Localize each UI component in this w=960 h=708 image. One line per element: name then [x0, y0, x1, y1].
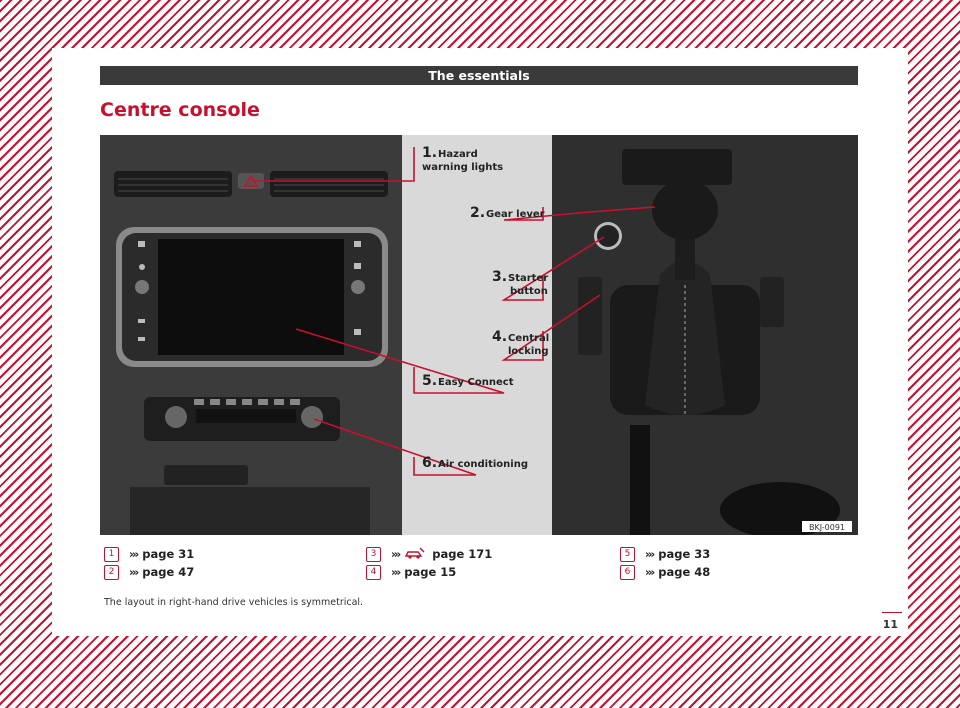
reference-4[interactable]: 4 ››› page 15	[366, 563, 456, 581]
central-locking-buttons	[578, 277, 602, 355]
usb-panel	[164, 465, 248, 485]
callout-line-2	[503, 206, 656, 221]
reference-2-number: 2	[104, 564, 119, 580]
reference-6-arrow: ›››	[645, 565, 655, 579]
volume-knob	[135, 280, 149, 294]
reference-5-arrow: ›››	[645, 547, 655, 561]
callout-6-number: 6.	[422, 455, 437, 471]
manual-page: The essentials Centre console	[52, 48, 908, 636]
page-title: Centre console	[100, 99, 260, 121]
callout-line-5	[295, 328, 505, 394]
callout-5-number: 5.	[422, 373, 437, 389]
temp-knob-right	[301, 406, 323, 428]
section-header: The essentials	[100, 66, 858, 85]
callout-1-number: 1.	[422, 145, 437, 161]
reference-2-arrow: ›››	[129, 565, 139, 579]
callout-3-number: 3.	[492, 269, 507, 285]
reference-6-page: page 48	[658, 565, 711, 579]
figure-code-bg	[802, 521, 852, 532]
reference-5-page: page 33	[658, 547, 711, 561]
page-number: 11	[881, 612, 903, 631]
callout-3-line1: Starter	[508, 273, 548, 284]
gear-shaft	[675, 230, 695, 280]
reference-6[interactable]: 6 ››› page 48	[620, 563, 710, 581]
reference-3-page: page 171	[432, 547, 493, 561]
callout-5-line1: Easy Connect	[438, 377, 514, 388]
gear-knob	[652, 180, 718, 240]
reference-1[interactable]: 1 ››› page 31	[104, 545, 194, 563]
gear-boot	[645, 260, 725, 415]
layout-note: The layout in right-hand drive vehicles …	[104, 597, 364, 608]
reference-1-number: 1	[104, 546, 119, 562]
parking-buttons	[760, 277, 784, 327]
reference-4-page: page 15	[404, 565, 457, 579]
callout-lines	[252, 147, 656, 476]
reference-3-arrow: ›››	[391, 547, 401, 561]
reference-5-number: 5	[620, 546, 635, 562]
callout-panel	[402, 135, 552, 535]
car-tools-icon	[404, 546, 426, 563]
callout-line-1	[252, 147, 415, 182]
reference-2-page: page 47	[142, 565, 195, 579]
reference-6-number: 6	[620, 564, 635, 580]
reference-4-number: 4	[366, 564, 381, 580]
centre-console-figure: BKJ-0091 1. Hazard warning lights 2. Gea…	[100, 135, 858, 535]
callout-4-number: 4.	[492, 329, 507, 345]
callout-4-line1: Central	[508, 333, 549, 344]
callout-line-3	[501, 236, 605, 301]
handbrake	[630, 425, 650, 535]
callout-3-line2: button	[510, 286, 548, 297]
callout-2-line1: Gear lever	[486, 209, 545, 220]
touch-screen	[158, 239, 344, 355]
callout-1-line1: Hazard	[438, 149, 478, 160]
reference-5[interactable]: 5 ››› page 33	[620, 545, 710, 563]
page-references: 1 ››› page 31 2 ››› page 47 3 ››› page 1…	[52, 545, 908, 595]
reference-1-arrow: ›››	[129, 547, 139, 561]
centre-console-illustration: BKJ-0091 1. Hazard warning lights 2. Gea…	[100, 135, 858, 535]
callout-1-line2: warning lights	[422, 162, 503, 173]
hazard-button	[238, 173, 264, 189]
usb-ports	[622, 149, 732, 185]
figure-code: BKJ-0091	[809, 523, 845, 532]
temp-knob-left	[165, 406, 187, 428]
reference-3-number: 3	[366, 546, 381, 562]
callout-2-number: 2.	[470, 205, 485, 221]
tune-knob	[351, 280, 365, 294]
callout-6-line1: Air conditioning	[438, 459, 528, 470]
reference-3[interactable]: 3 ››› page 171	[366, 545, 492, 563]
reference-1-page: page 31	[142, 547, 195, 561]
callout-line-6	[313, 418, 477, 476]
callout-line-4	[501, 294, 601, 361]
reference-2[interactable]: 2 ››› page 47	[104, 563, 194, 581]
reference-4-arrow: ›››	[391, 565, 401, 579]
callout-4-line2: locking	[508, 346, 549, 357]
